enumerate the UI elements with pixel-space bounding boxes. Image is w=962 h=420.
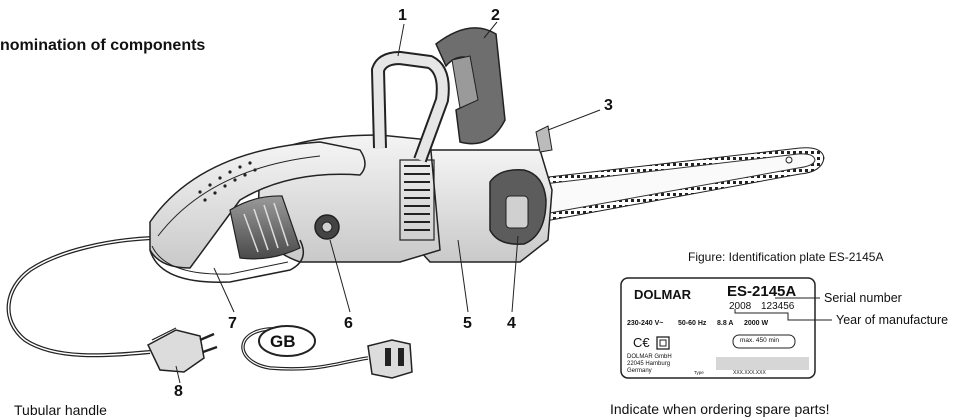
gb-plug: [241, 325, 413, 379]
tubular-handle-label: Tubular handle: [14, 402, 107, 418]
figure-caption: Figure: Identification plate ES-2145A: [688, 250, 884, 264]
plate-model: ES-2145A: [727, 283, 797, 300]
plate-max-speed: max. 450 min: [740, 337, 780, 344]
plate-frequency: 50-60 Hz: [678, 320, 707, 327]
callout-5: 5: [463, 315, 472, 332]
plate-city: 22045 Hamburg: [627, 361, 671, 367]
plate-current: 8.8 A: [717, 320, 734, 327]
identification-plate: [620, 277, 832, 379]
plate-power: 2000 W: [744, 320, 769, 327]
hand-guard: [435, 27, 506, 145]
callout-2: 2: [491, 7, 500, 24]
callout-8: 8: [174, 383, 183, 400]
plate-type-label: Type: [694, 370, 704, 375]
callout-7: 7: [228, 315, 237, 332]
callout-6: 6: [344, 315, 353, 332]
callout-4: 4: [507, 315, 516, 332]
serial-number-label: Serial number: [824, 291, 902, 305]
plate-company: DOLMAR GmbH: [627, 354, 672, 360]
year-of-manufacture-label: Year of manufacture: [836, 313, 949, 327]
plate-serial: 123456: [761, 301, 795, 312]
guide-bar: [539, 147, 825, 223]
callout-3: 3: [604, 97, 613, 114]
plate-country: Germany: [627, 368, 652, 374]
gb-label: GB: [270, 332, 296, 351]
power-cable: [6, 236, 153, 358]
ce-mark: C€: [633, 335, 650, 350]
spare-parts-note: Indicate when ordering spare parts!: [610, 401, 830, 417]
callout-1: 1: [398, 7, 407, 24]
plate-year: 2008: [729, 301, 752, 312]
plug: [147, 327, 218, 373]
plate-type-code: XXX.XXX.XXX: [733, 370, 766, 376]
plate-brand: DOLMAR: [634, 287, 692, 302]
rear-handle: [149, 141, 366, 269]
page-title: nomination of components: [0, 37, 206, 54]
plate-voltage: 230-240 V~: [627, 320, 664, 327]
